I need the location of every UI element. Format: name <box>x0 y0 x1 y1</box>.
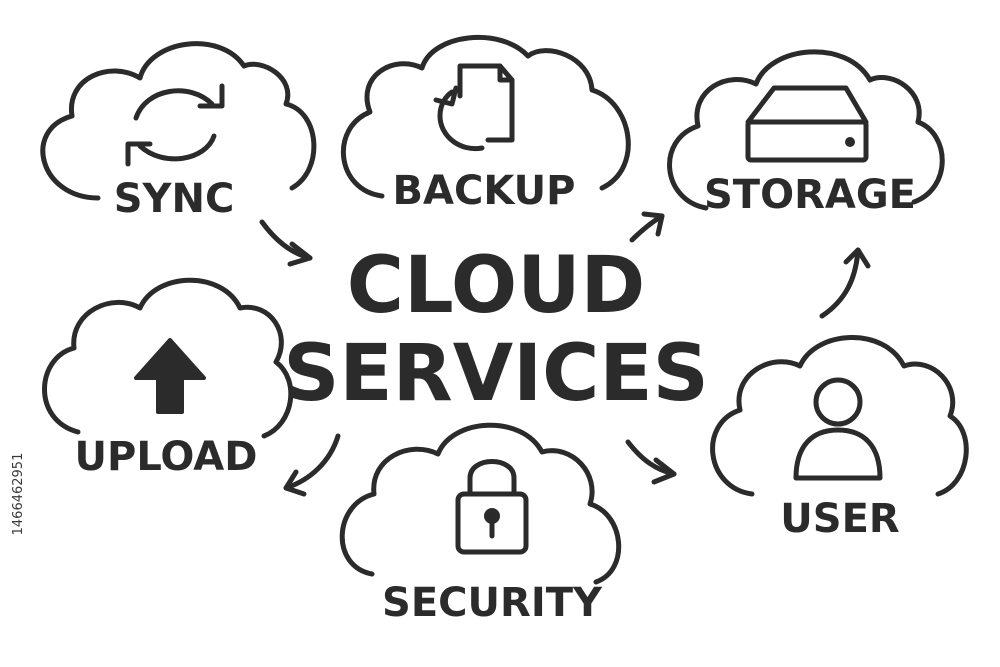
cloud-outline-sync <box>40 41 317 201</box>
arrow-center-to-user <box>625 439 677 485</box>
node-security: SECURITY <box>339 422 622 626</box>
sync-arrows-icon <box>125 83 225 167</box>
node-label-user: USER <box>780 496 899 542</box>
storage-drive-icon <box>745 85 869 163</box>
cloud-outline-security <box>339 422 622 585</box>
cloud-outline-upload <box>42 277 294 439</box>
diagram-title: CLOUD SERVICES <box>283 241 709 419</box>
node-sync: SYNC <box>40 41 317 222</box>
node-label-security: SECURITY <box>382 580 603 626</box>
arrow-sync-to-center <box>259 219 313 267</box>
arrow-center-to-storage <box>629 211 665 243</box>
cloud-outline-storage <box>667 49 945 211</box>
upload-arrow-icon <box>134 338 206 414</box>
title-line-2: SERVICES <box>283 329 709 419</box>
node-label-backup: BACKUP <box>393 168 576 214</box>
cloud-outline-user <box>710 335 969 497</box>
node-label-storage: STORAGE <box>704 172 916 218</box>
arrow-center-to-upload <box>283 433 341 497</box>
node-user: USER <box>710 335 969 542</box>
user-icon <box>793 377 883 481</box>
padlock-icon <box>455 459 529 555</box>
title-line-1: CLOUD <box>347 241 646 331</box>
node-label-upload: UPLOAD <box>75 434 258 480</box>
cloud-outline-backup <box>340 35 631 199</box>
side-id-text: 1466462951 <box>11 453 26 536</box>
node-storage: STORAGE <box>667 49 945 218</box>
node-label-sync: SYNC <box>114 176 235 222</box>
node-upload: UPLOAD <box>42 277 294 480</box>
node-backup: BACKUP <box>340 35 631 214</box>
backup-document-icon <box>433 63 515 152</box>
arrow-user-to-storage <box>819 247 871 319</box>
